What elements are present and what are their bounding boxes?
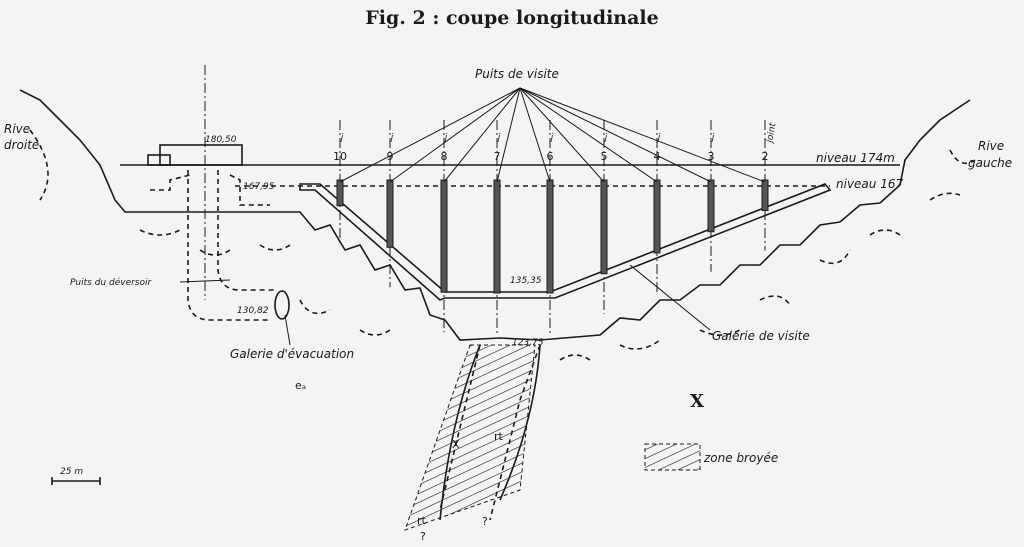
- leader-visite: [629, 264, 711, 331]
- label-joint: joint: [765, 122, 779, 146]
- pier-6: 6j: [546, 120, 554, 333]
- label-q-2: ?: [482, 515, 488, 528]
- pier-8: 8j: [440, 120, 448, 333]
- label-niveau-174: niveau 174m: [816, 151, 895, 165]
- label-zone-broyee: zone broyée: [703, 451, 778, 465]
- leader-evacuation: [284, 314, 291, 346]
- label-rt-1: rt: [494, 430, 504, 443]
- elevation-130: 130,82: [237, 306, 269, 316]
- joint-mark: j: [603, 133, 608, 143]
- pier-number: 3: [708, 150, 715, 163]
- shaft-leader: [339, 87, 521, 183]
- pier-7: 7j: [493, 120, 501, 333]
- joint-mark: j: [339, 133, 344, 143]
- elevation-167: 167,95: [243, 182, 275, 192]
- label-rive-gauche: Rive: [978, 139, 1004, 153]
- elevation-123: 123,75: [512, 338, 544, 348]
- pier-3: 3j: [707, 120, 715, 272]
- pier-5: 5j: [600, 120, 608, 314]
- joint-mark: j: [549, 133, 554, 143]
- pier-4: 4j: [653, 120, 661, 293]
- label-rt-2: rt: [417, 514, 427, 527]
- leader-deversoir: [179, 279, 231, 283]
- pier-number: 5: [601, 150, 608, 163]
- visit-shaft-leaders: [339, 87, 766, 183]
- shaft-leader: [443, 87, 521, 183]
- label-niveau-167: niveau 167: [836, 177, 903, 191]
- label-puits-deversoir: Puits du déversoir: [70, 277, 152, 288]
- label-q-1: ?: [420, 530, 426, 543]
- crushed-zone: [404, 344, 701, 531]
- pier-number: 2: [762, 150, 769, 163]
- pier-number: 8: [441, 150, 448, 163]
- legend-swatch: [644, 443, 701, 471]
- pier-9: 9j: [386, 120, 394, 288]
- shaft-leader: [519, 87, 605, 183]
- pier-2: 2: [761, 120, 769, 251]
- elevation-135: 135,35: [510, 276, 542, 286]
- visit-gallery: [299, 183, 832, 301]
- joint-mark: j: [656, 133, 661, 143]
- shaft-leader: [496, 87, 521, 183]
- shaft-leader: [519, 87, 712, 183]
- label-puits-de-visite: Puits de visite: [475, 67, 559, 81]
- joint-mark: j: [389, 133, 394, 143]
- joint-mark: j: [443, 133, 448, 143]
- evacuation-gallery-section: [274, 290, 290, 320]
- label-rive-droite: Rive: [4, 122, 30, 136]
- figure-title: Fig. 2 : coupe longitudinale: [365, 7, 658, 29]
- label-x-fault: X: [452, 438, 460, 451]
- joint-mark: j: [496, 133, 501, 143]
- pier-number: 4: [654, 150, 661, 163]
- label-rive-droite-2: droite: [4, 138, 39, 152]
- pier-10: 10 j: [333, 120, 347, 246]
- label-x-right: X: [690, 391, 704, 412]
- label-ea: eₐ: [295, 379, 306, 392]
- joint-mark: j: [710, 133, 715, 143]
- shaft-leader: [519, 87, 551, 183]
- pier-number: 6: [547, 150, 554, 163]
- shaft-leader: [519, 87, 766, 183]
- shaft-leader: [389, 87, 521, 183]
- scale-label: 25 m: [60, 467, 83, 477]
- pier-number: 7: [494, 150, 501, 163]
- pier-number: 10: [333, 150, 347, 163]
- label-galerie-visite: Galerie de visite: [712, 329, 810, 343]
- shaft-leader: [519, 87, 658, 183]
- pier-number: 9: [387, 150, 394, 163]
- label-galerie-evacuation: Galerie d'évacuation: [230, 347, 354, 361]
- elevation-180: 180,50: [205, 135, 237, 145]
- spillway-structure: [147, 65, 290, 321]
- label-rive-gauche-2: gauche: [968, 156, 1012, 170]
